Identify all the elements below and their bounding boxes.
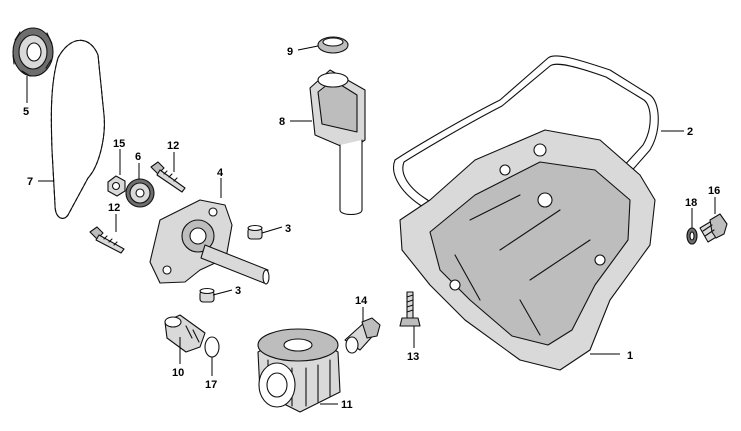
part-3-dowel-upper [247, 224, 263, 240]
label-part-3-upper: 3 [285, 223, 291, 235]
part-11-oil-filter [257, 328, 341, 413]
part-7-chain [50, 39, 105, 219]
part-10-filter-pipe [164, 314, 206, 353]
label-part-2: 2 [687, 126, 693, 138]
label-part-3-lower: 3 [235, 285, 241, 297]
part-16-plug-bolt [699, 213, 728, 243]
label-part-8: 8 [279, 116, 285, 128]
label-part-9: 9 [287, 46, 293, 58]
part-12-bolt-lower [89, 226, 125, 254]
part-12-bolt-upper [150, 161, 186, 193]
part-13-drain-bolt [399, 291, 421, 327]
label-part-7: 7 [27, 176, 33, 188]
part-14-fitting [344, 317, 381, 354]
leader-lines [26, 45, 716, 405]
callout-labels: 1 2 3 3 4 5 6 7 8 9 10 11 12 12 13 14 15… [23, 46, 720, 411]
part-17-o-ring [204, 336, 220, 358]
label-part-17: 17 [205, 379, 217, 391]
label-part-5: 5 [23, 106, 29, 118]
part-5-sprocket [12, 27, 54, 77]
label-part-4: 4 [217, 167, 224, 179]
label-part-14: 14 [355, 295, 368, 307]
label-part-12-upper: 12 [167, 140, 179, 152]
label-part-13: 13 [407, 351, 419, 363]
part-8-strainer [309, 69, 366, 216]
label-part-1: 1 [627, 350, 633, 362]
label-part-15: 15 [113, 138, 125, 150]
label-part-18: 18 [685, 197, 697, 209]
label-part-10: 10 [172, 367, 184, 379]
part-3-dowel-lower [199, 287, 215, 303]
part-15-nut [107, 175, 126, 197]
part-18-washer [686, 227, 698, 245]
label-part-6: 6 [135, 151, 141, 163]
part-6-gear [125, 178, 155, 208]
label-part-11: 11 [341, 399, 353, 411]
label-part-12-lower: 12 [108, 202, 120, 214]
part-1-oil-pan [399, 129, 656, 371]
part-9-seal [317, 36, 349, 54]
part-4-oil-pump [149, 199, 270, 285]
label-part-16: 16 [708, 185, 720, 197]
